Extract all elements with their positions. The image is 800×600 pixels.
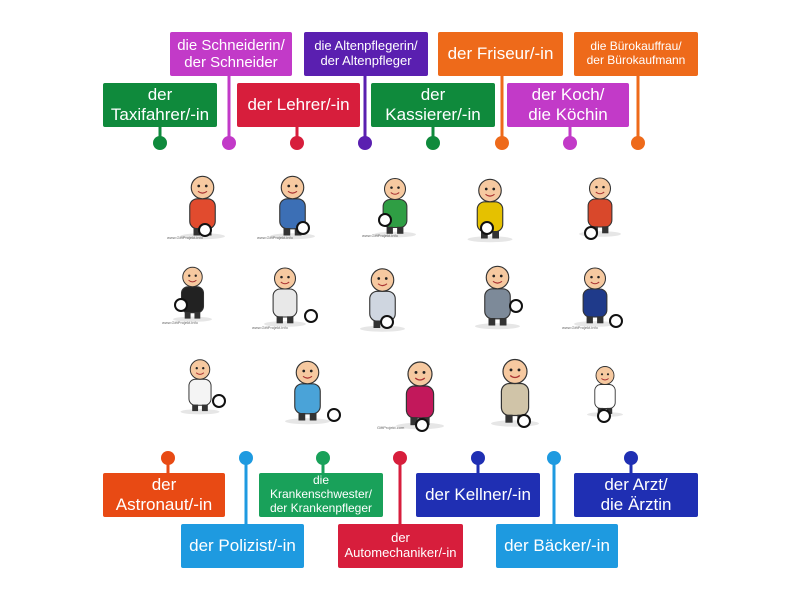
image-credit: www.GiftProjekt.info	[162, 320, 198, 325]
bottom-anchor-dot	[161, 451, 175, 465]
drop-target-circle[interactable]	[509, 299, 523, 313]
top-anchor-dot	[153, 136, 167, 150]
kid-with-scissors-icon: www.GiftProjekt.info	[360, 168, 430, 238]
top-anchor-dot	[631, 136, 645, 150]
top-anchor-dot	[290, 136, 304, 150]
label-koch[interactable]: der Koch/ die Köchin	[507, 83, 629, 127]
nurse-icon: www.GiftProjekt.info	[250, 255, 320, 330]
drop-target-circle[interactable]	[380, 315, 394, 329]
label-taxifahrer[interactable]: der Taxifahrer/-in	[103, 83, 217, 127]
doctor-icon	[575, 345, 635, 430]
label-buerokauffrau[interactable]: die Bürokauffrau/ der Bürokaufmann	[574, 32, 698, 76]
label-astronaut[interactable]: der Astronaut/-in	[103, 473, 225, 517]
label-lehrer[interactable]: der Lehrer/-in	[237, 83, 360, 127]
image-credit: GiftProjekt.com	[377, 425, 405, 430]
bottom-anchor-dot	[547, 451, 561, 465]
drop-target-circle[interactable]	[480, 221, 494, 235]
drop-target-circle[interactable]	[304, 309, 318, 323]
label-altenpflegerin[interactable]: die Altenpflegerin/ der Altenpfleger	[304, 32, 428, 76]
label-arzt[interactable]: der Arzt/ die Ärztin	[574, 473, 698, 517]
top-anchor-dot	[495, 136, 509, 150]
label-polizist[interactable]: der Polizist/-in	[181, 524, 304, 568]
bottom-anchor-dot	[393, 451, 407, 465]
drop-target-circle[interactable]	[174, 298, 188, 312]
elderly-care-icon	[460, 255, 535, 330]
top-anchor-dot	[358, 136, 372, 150]
image-credit: www.GiftProjekt.info	[257, 235, 293, 240]
drop-target-circle[interactable]	[296, 221, 310, 235]
drop-target-circle[interactable]	[609, 314, 623, 328]
drop-target-circle[interactable]	[212, 394, 226, 408]
drop-target-circle[interactable]	[198, 223, 212, 237]
drop-target-circle[interactable]	[378, 213, 392, 227]
seamstress-sewing-icon	[475, 345, 555, 430]
chef-with-bread-icon: www.GiftProjekt.info	[165, 165, 240, 240]
image-credit: www.GiftProjekt.info	[562, 325, 598, 330]
drop-target-circle[interactable]	[597, 409, 611, 423]
drop-target-circle[interactable]	[327, 408, 341, 422]
label-schneiderin[interactable]: die Schneiderin/ der Schneider	[170, 32, 292, 76]
cashier-register-icon: GiftProjekt.com	[375, 350, 465, 430]
label-friseur[interactable]: der Friseur/-in	[438, 32, 563, 76]
bottom-anchor-dot	[471, 451, 485, 465]
drop-target-circle[interactable]	[517, 414, 531, 428]
top-anchor-dot	[222, 136, 236, 150]
image-credit: www.GiftProjekt.info	[252, 325, 288, 330]
bottom-anchor-dot	[239, 451, 253, 465]
top-anchor-dot	[563, 136, 577, 150]
chef-cooking-pot-icon	[565, 165, 635, 240]
teacher-chalkboard-icon	[160, 350, 240, 415]
image-credit: www.GiftProjekt.info	[167, 235, 203, 240]
drop-target-circle[interactable]	[584, 226, 598, 240]
bottom-anchor-dot	[624, 451, 638, 465]
drop-target-circle[interactable]	[415, 418, 429, 432]
top-anchor-dot	[426, 136, 440, 150]
waiter-icon: www.GiftProjekt.info	[160, 255, 225, 325]
label-kellner[interactable]: der Kellner/-in	[416, 473, 540, 517]
label-baecker[interactable]: der Bäcker/-in	[496, 524, 618, 568]
label-kassierer[interactable]: der Kassierer/-in	[371, 83, 495, 127]
label-automechaniker[interactable]: der Automechaniker/-in	[338, 524, 463, 568]
label-krankenschwester[interactable]: die Krankenschwester/ der Krankenpfleger	[259, 473, 383, 517]
bottom-anchor-dot	[316, 451, 330, 465]
image-credit: www.GiftProjekt.info	[362, 233, 398, 238]
mechanic-with-car-icon: www.GiftProjekt.info	[255, 165, 330, 240]
